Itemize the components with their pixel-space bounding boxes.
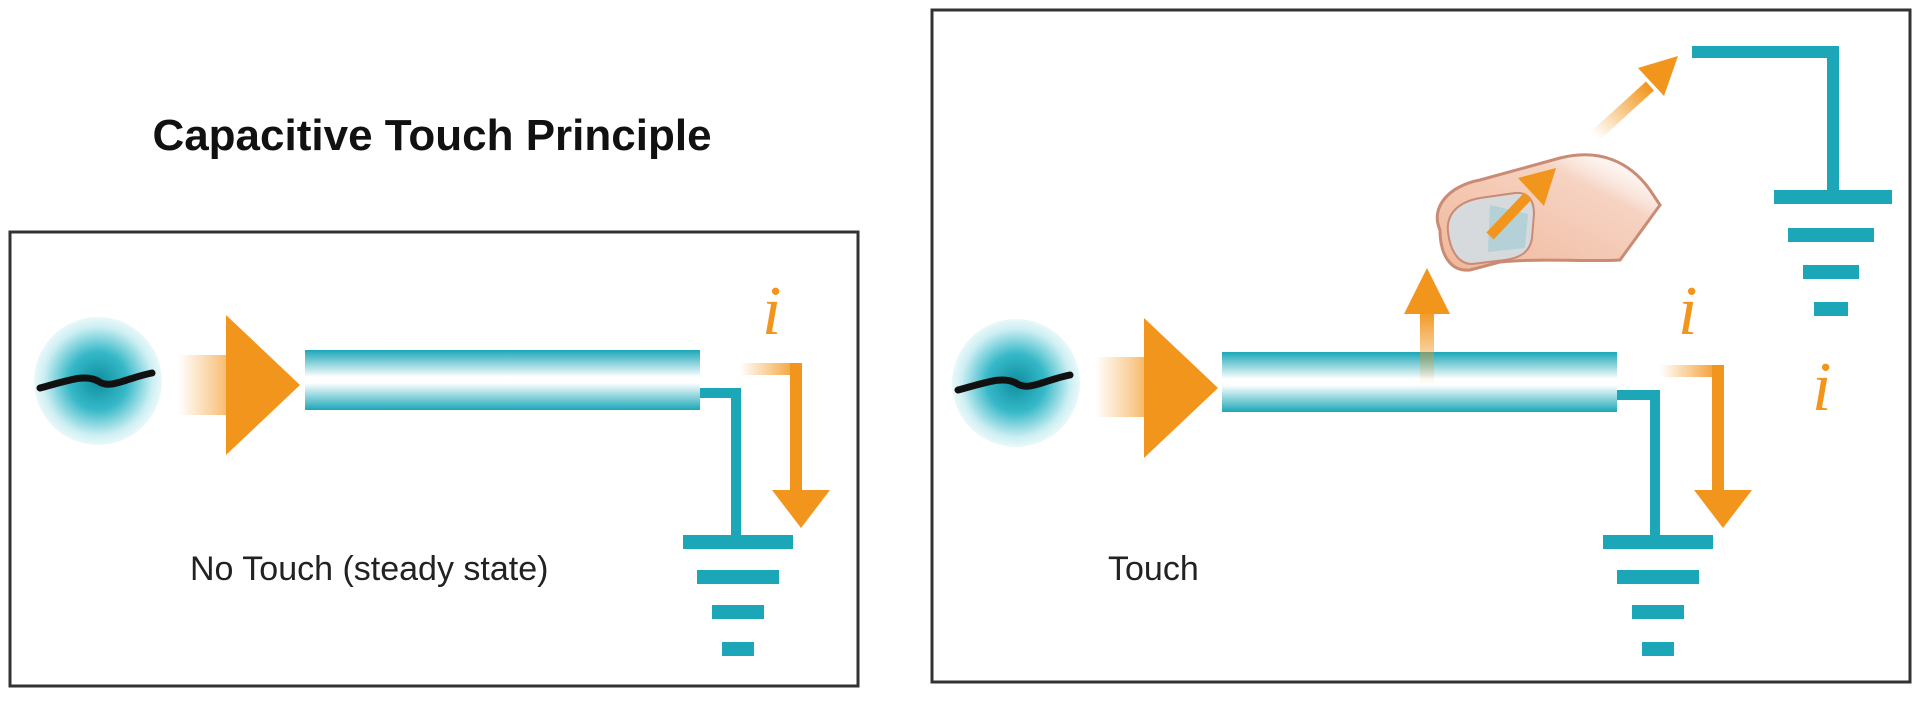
signal-arrow [178, 315, 300, 455]
panel-caption: Touch [1108, 550, 1199, 588]
transmission-line [1222, 352, 1660, 540]
current-label: i [762, 273, 781, 350]
signal-source-icon [952, 319, 1080, 447]
coupling-arrow [1404, 268, 1450, 385]
panel-caption: No Touch (steady state) [190, 550, 548, 588]
current-arrow [740, 363, 830, 528]
ground-symbol-icon [1774, 190, 1892, 316]
finger-current-arrow [1486, 56, 1678, 240]
current-label: i [1678, 273, 1697, 350]
current-arrow [1660, 365, 1752, 528]
finger-current-label: i [1812, 349, 1831, 426]
panel-no-touch: i No Touch (steady state) [8, 230, 860, 688]
ground-symbol-icon [1603, 535, 1713, 656]
upper-ground-line [1692, 46, 1839, 196]
transmission-line [305, 350, 741, 540]
signal-source-icon [34, 317, 162, 445]
signal-arrow [1095, 318, 1218, 458]
panel-touch: i i Touch [930, 8, 1912, 684]
page-title: Capacitive Touch Principle [152, 111, 711, 160]
ground-symbol-icon [683, 535, 793, 656]
